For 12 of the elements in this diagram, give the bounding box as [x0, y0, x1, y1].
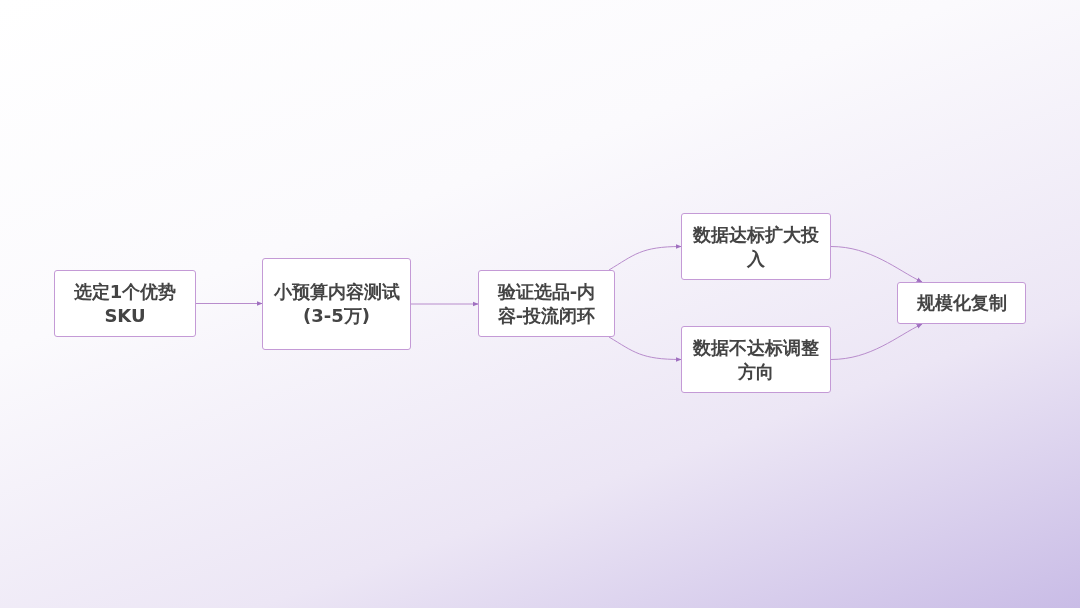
process-box: 规模化复制 — [897, 282, 1026, 324]
arrow — [410, 301, 479, 307]
process-box: 数据达标扩大投入 — [681, 213, 831, 280]
process-box: 选定1个优势SKU — [54, 270, 196, 337]
arrow — [608, 336, 682, 362]
process-box: 小预算内容测试(3-5万) — [262, 258, 411, 350]
arrow — [830, 246, 923, 283]
arrow — [195, 301, 263, 306]
arrow — [830, 323, 923, 360]
process-box: 数据不达标调整方向 — [681, 326, 831, 393]
arrow — [608, 244, 682, 271]
process-box: 验证选品-内容-投流闭环 — [478, 270, 615, 337]
